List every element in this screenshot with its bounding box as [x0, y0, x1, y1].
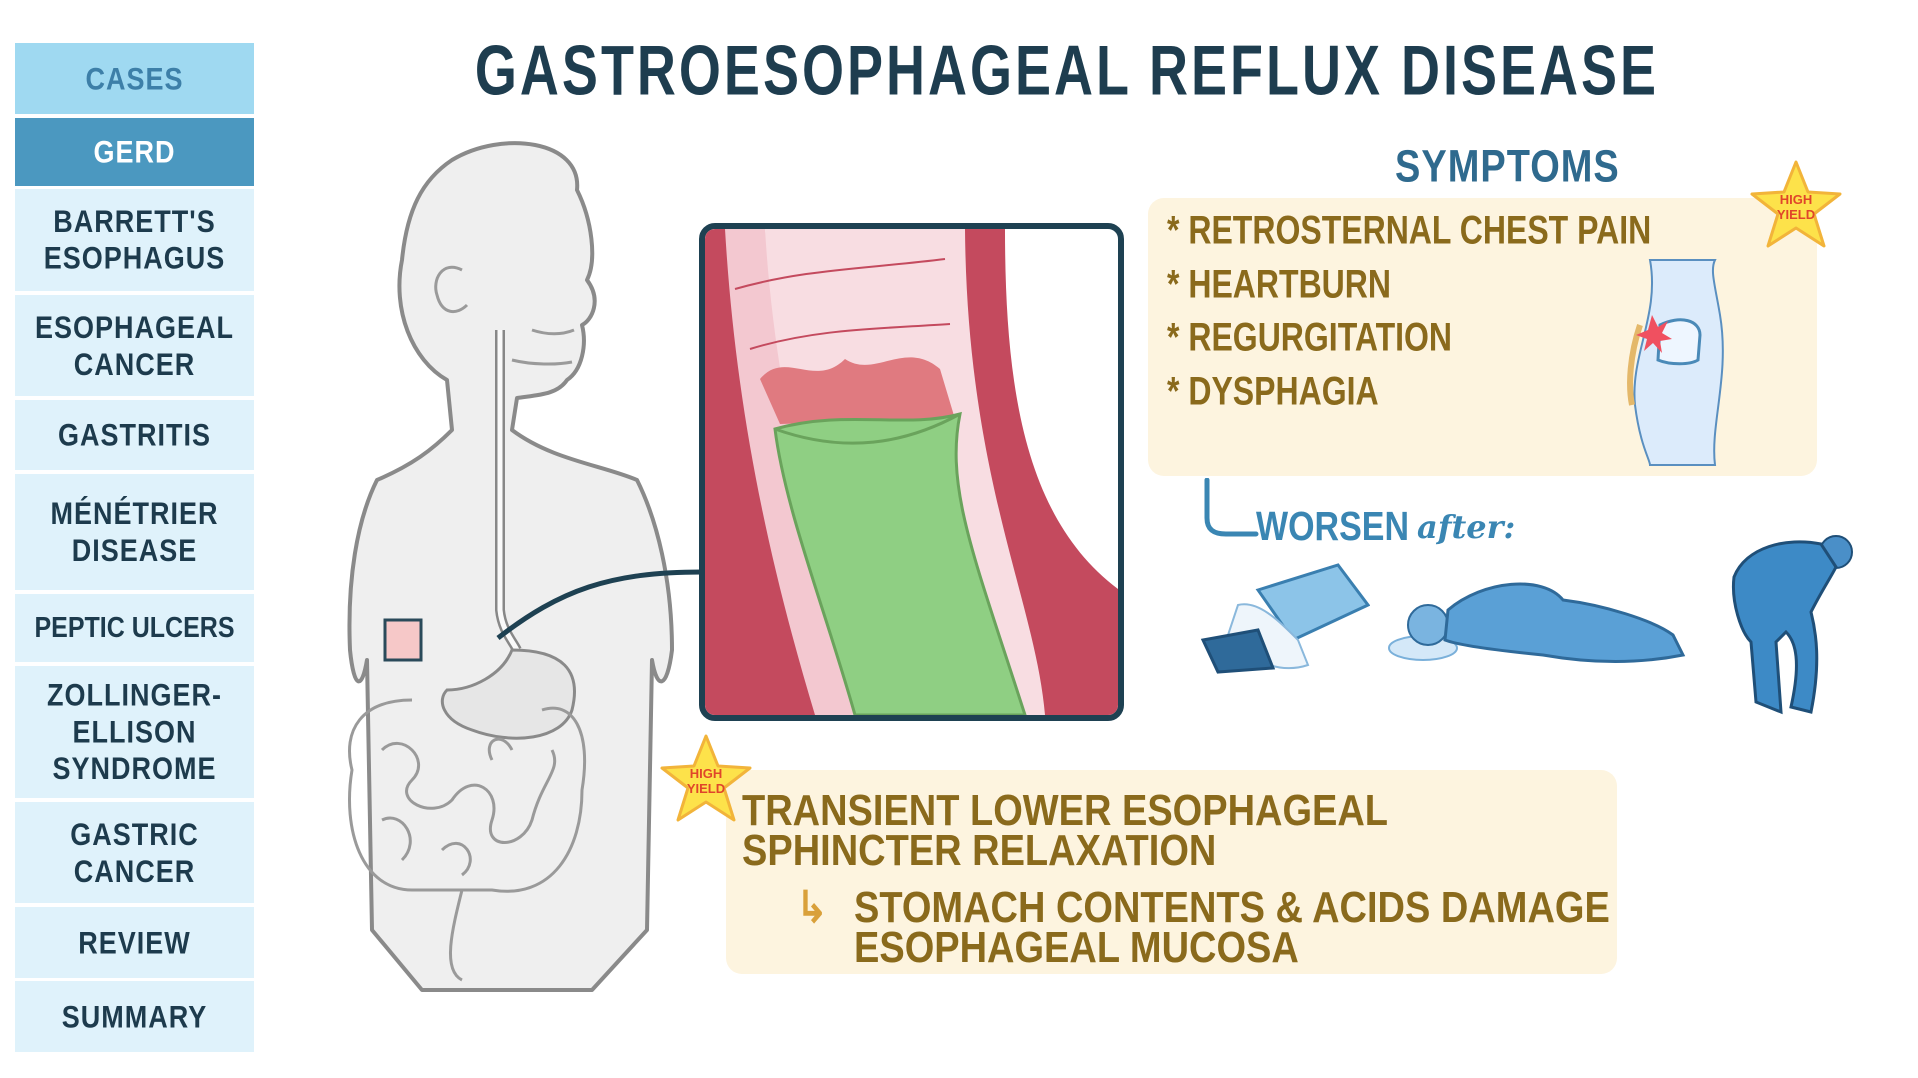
worsen-text: WORSEN [1256, 504, 1409, 550]
badge-line2: YIELD [687, 781, 725, 796]
mechanism-box [726, 770, 1617, 974]
sidebar-item-label: CASES [85, 61, 184, 96]
sidebar-item-gastric-cancer[interactable]: GASTRIC CANCER [15, 802, 254, 903]
esophagus-closeup-illustration [699, 223, 1124, 721]
mechanism-result1: STOMACH CONTENTS & ACIDS DAMAGE [854, 883, 1610, 933]
sidebar-item-label: BARRETT'S ESOPHAGUS [43, 204, 226, 276]
chest-pain-illustration [1627, 259, 1724, 466]
symptoms-heading-text: SYMPTOMS [1395, 141, 1620, 193]
sidebar-item-summary[interactable]: SUMMARY [15, 981, 254, 1052]
symptom-text: DYSPHAGIA [1188, 368, 1379, 414]
page-title-text: GASTROESOPHAGEAL REFLUX DISEASE [474, 32, 1660, 110]
symptom-text: HEARTBURN [1188, 261, 1391, 307]
mechanism-text: SPHINCTER RELAXATION [742, 826, 1217, 876]
mechanism-line2: SPHINCTER RELAXATION [742, 826, 1217, 876]
symptom-text: REGURGITATION [1188, 314, 1453, 360]
arrow-glyph: ↳ [796, 883, 828, 933]
sidebar-item-label: ZOLLINGER-ELLISON SYNDROME [47, 677, 222, 787]
high-yield-star-badge: HIGH YIELD [1750, 160, 1842, 248]
mechanism-text: TRANSIENT LOWER ESOPHAGEAL [742, 786, 1389, 836]
mechanism-result2: ESOPHAGEAL MUCOSA [854, 923, 1299, 973]
lying-down-icon [1388, 582, 1686, 663]
sidebar-item-gastritis[interactable]: GASTRITIS [15, 400, 254, 470]
after-text: after: [1417, 508, 1516, 546]
arrow-icon: ↳ [796, 883, 828, 933]
badge-line1: HIGH [1780, 192, 1813, 207]
large-meal-icon [1200, 563, 1370, 674]
sidebar-item-zollinger-ellison-syndrome[interactable]: ZOLLINGER-ELLISON SYNDROME [15, 666, 254, 798]
bullet-asterisk: * [1167, 314, 1180, 360]
sidebar-item-label: ESOPHAGEAL CANCER [34, 309, 235, 382]
page-title: GASTROESOPHAGEAL REFLUX DISEASE [0, 32, 1918, 110]
symptom-item: * REGURGITATION [1167, 314, 1452, 359]
sidebar-item-label: GASTRITIS [57, 417, 211, 453]
sidebar-item-cases[interactable]: CASES [15, 43, 254, 114]
sidebar-item-label: SUMMARY [61, 999, 208, 1034]
sidebar-item-peptic-ulcers[interactable]: PEPTIC ULCERS [15, 594, 254, 662]
badge-line2: YIELD [1777, 207, 1815, 222]
symptom-item: * RETROSTERNAL CHEST PAIN [1167, 207, 1651, 252]
sidebar-item-label: PEPTIC ULCERS [34, 611, 235, 645]
bullet-asterisk: * [1167, 368, 1180, 414]
sidebar-item-menetrier-disease[interactable]: MÉNÉTRIER DISEASE [15, 474, 254, 590]
symptom-item: * HEARTBURN [1167, 261, 1391, 306]
mechanism-text: ESOPHAGEAL MUCOSA [854, 923, 1299, 973]
mechanism-text: STOMACH CONTENTS & ACIDS DAMAGE [854, 883, 1610, 933]
bullet-asterisk: * [1167, 207, 1180, 253]
symptoms-heading: SYMPTOMS [1395, 142, 1620, 192]
sidebar-item-label: MÉNÉTRIER DISEASE [50, 496, 219, 568]
symptom-text: RETROSTERNAL CHEST PAIN [1188, 207, 1652, 253]
mechanism-line1: TRANSIENT LOWER ESOPHAGEAL [742, 786, 1389, 836]
sidebar-item-gerd[interactable]: GERD [15, 118, 254, 186]
badge-line1: HIGH [690, 766, 723, 781]
sidebar-item-review[interactable]: REVIEW [15, 907, 254, 978]
bending-over-icon [1731, 535, 1853, 715]
bracket-connector [1204, 478, 1259, 537]
zoom-connector-line [496, 569, 703, 640]
sidebar-item-label: GERD [93, 134, 176, 170]
bullet-asterisk: * [1167, 261, 1180, 307]
symptom-item: * DYSPHAGIA [1167, 368, 1379, 413]
sidebar-item-label: REVIEW [78, 925, 191, 960]
sidebar-item-label: GASTRIC CANCER [70, 816, 199, 889]
sidebar-item-barretts-esophagus[interactable]: BARRETT'S ESOPHAGUS [15, 189, 254, 291]
sidebar-item-esophageal-cancer[interactable]: ESOPHAGEAL CANCER [15, 295, 254, 396]
high-yield-star-badge: HIGH YIELD [660, 734, 752, 822]
